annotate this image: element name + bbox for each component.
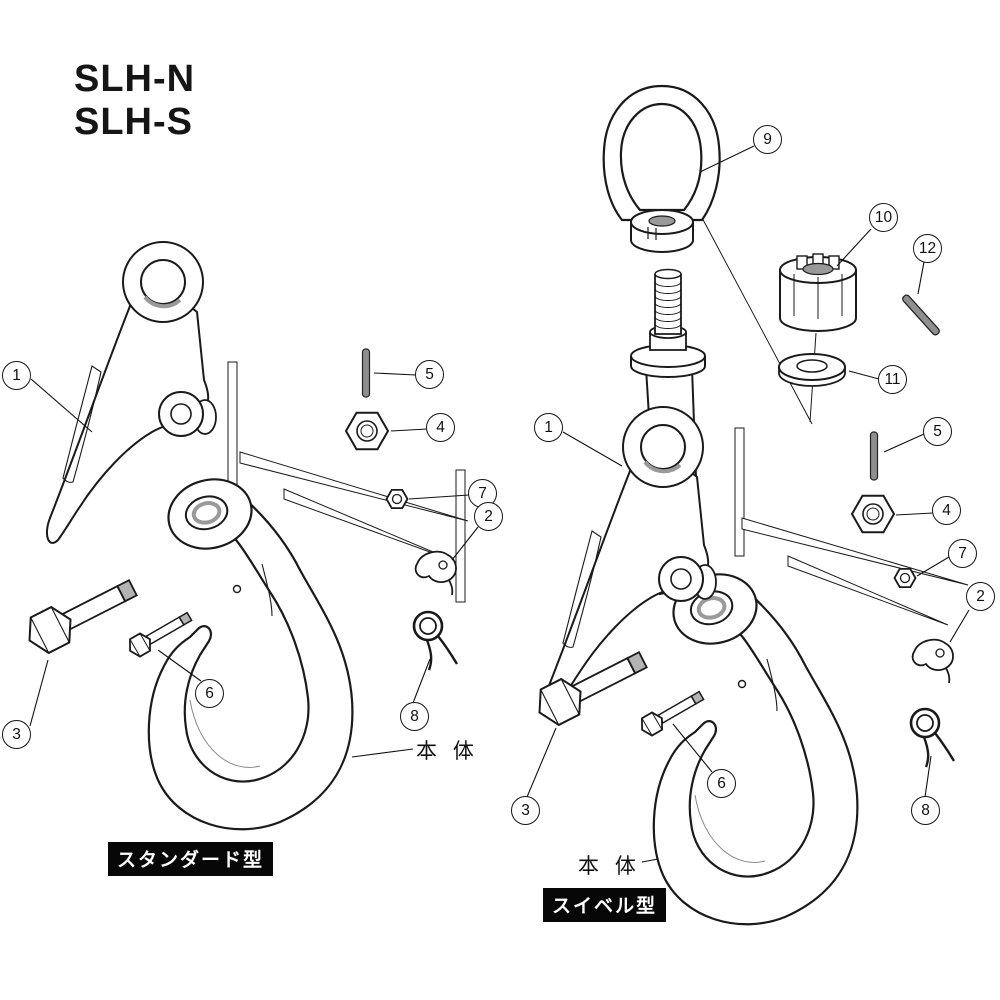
alignment-bracket <box>455 469 466 603</box>
callout-swv-9: 9 <box>753 125 782 154</box>
leader-lines-standard <box>29 372 479 758</box>
alignment-sliver <box>741 517 969 586</box>
type-label-swivel: スイベル型 <box>543 888 667 922</box>
callout-std-6: 6 <box>195 679 224 708</box>
alignment-bracket <box>227 361 238 489</box>
callout-swv-4: 4 <box>932 496 961 525</box>
callout-std-8: 8 <box>400 702 429 731</box>
callout-swv-12: 12 <box>913 234 942 263</box>
body-label-standard: 本 体 <box>416 740 479 763</box>
page-title: SLH-N SLH-S <box>74 58 195 143</box>
callout-swv-6: 6 <box>707 769 736 798</box>
leader-lines-swivel <box>526 145 970 863</box>
callout-swv-11: 11 <box>878 365 907 394</box>
callout-swv-8: 8 <box>911 796 940 825</box>
callout-swv-10: 10 <box>869 203 898 232</box>
body-label-swivel: 本 体 <box>578 855 641 878</box>
model-name-1: SLH-N <box>74 58 196 100</box>
callout-swv-5: 5 <box>923 417 952 446</box>
standard-small-nut <box>385 488 409 510</box>
alignment-sliver <box>283 488 453 561</box>
swivel-hex-nut <box>851 494 895 534</box>
standard-hook-body <box>146 468 355 832</box>
alignment-sliver <box>239 451 469 522</box>
callout-std-1: 1 <box>2 361 31 390</box>
standard-spring <box>412 610 459 672</box>
standard-assembly-drawing <box>19 240 479 832</box>
model-name-2: SLH-S <box>74 100 193 143</box>
swivel-bail-part <box>602 84 721 253</box>
callout-swv-7: 7 <box>948 539 977 568</box>
swivel-small-nut <box>893 568 917 588</box>
castle-nut-part <box>779 253 857 332</box>
type-label-standard: スタンダード型 <box>108 842 274 876</box>
swivel-keeper-clip <box>911 638 954 684</box>
swivel-pin-part <box>869 431 879 481</box>
callout-std-5: 5 <box>415 360 444 389</box>
alignment-bracket <box>734 427 745 557</box>
standard-hex-bolt <box>19 569 143 660</box>
standard-pin-part <box>361 348 371 398</box>
swivel-spring <box>909 707 956 769</box>
collar-slot <box>647 227 657 240</box>
callout-std-2: 2 <box>474 502 503 531</box>
alignment-sliver <box>787 555 949 626</box>
swivel-hook-body <box>651 563 860 927</box>
callout-swv-1: 1 <box>534 413 563 442</box>
callout-std-4: 4 <box>426 413 455 442</box>
washer-part <box>778 353 846 387</box>
callout-std-3: 3 <box>2 720 31 749</box>
swivel-split-pin <box>900 293 942 337</box>
thread-lines <box>654 281 682 329</box>
standard-keeper-clip <box>414 550 457 596</box>
standard-hex-nut <box>345 411 389 451</box>
callout-swv-3: 3 <box>511 796 540 825</box>
swivel-assembly-drawing <box>526 84 970 927</box>
callout-swv-2: 2 <box>966 582 995 611</box>
